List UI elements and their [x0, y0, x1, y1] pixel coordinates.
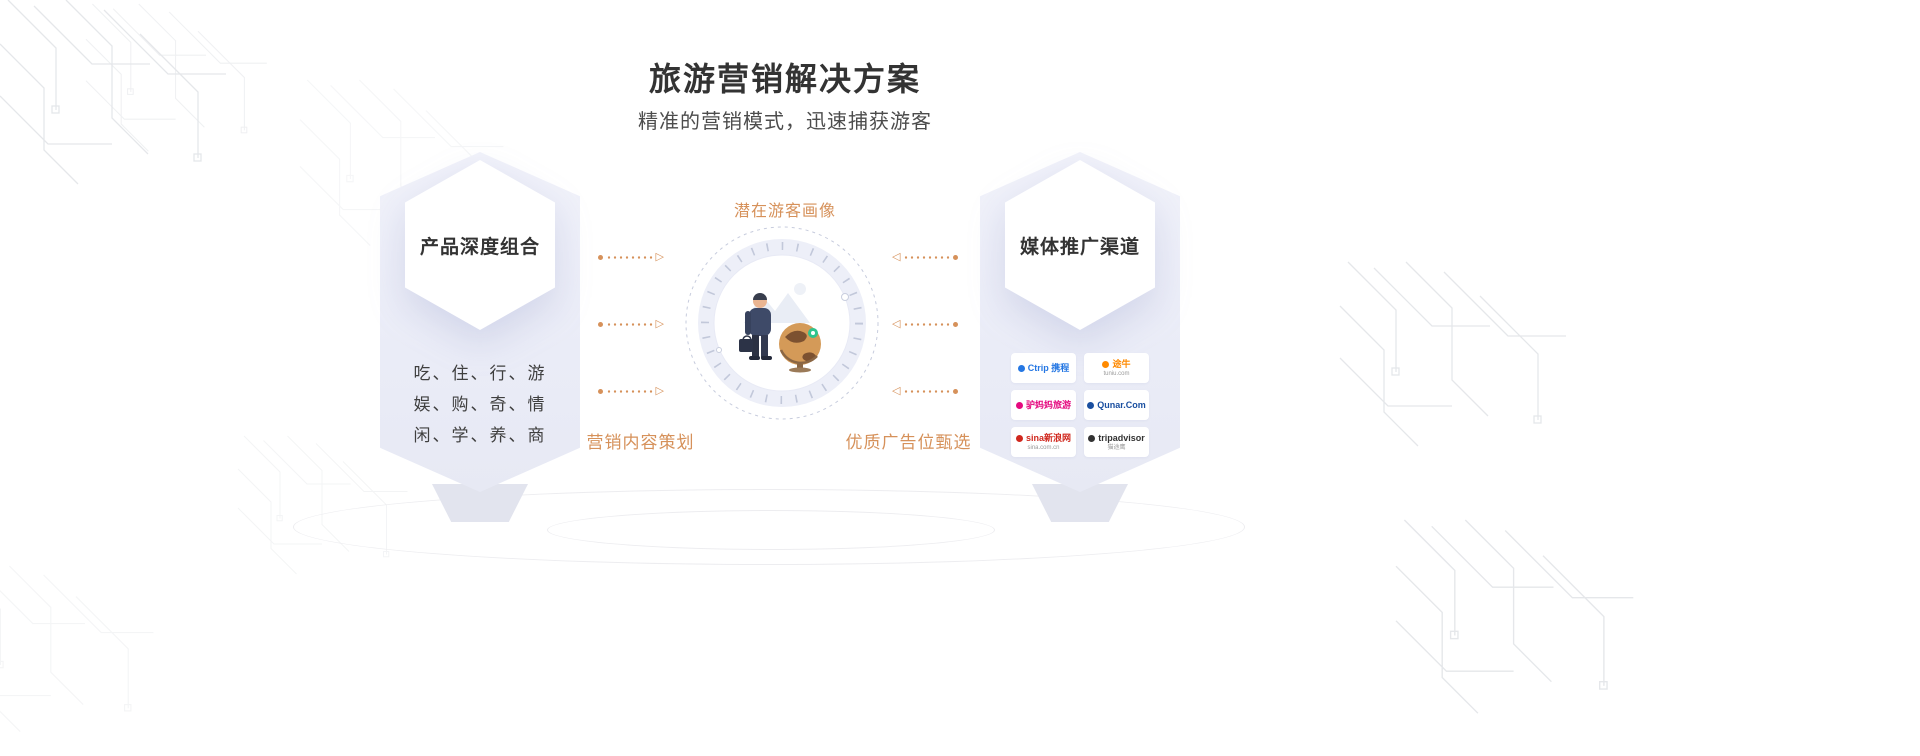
- connector-left-3: ▷: [598, 385, 664, 397]
- ground-ellipse-inner: [547, 510, 995, 550]
- dotted-line: [606, 255, 653, 259]
- traveler-figure: [739, 293, 772, 360]
- dotted-line: [903, 322, 950, 326]
- connector-right-2: ◁: [892, 318, 958, 330]
- page-subtitle: 精准的营销模式，迅速捕获游客: [638, 111, 932, 133]
- connector-right-1: ◁: [892, 251, 958, 263]
- dotted-line: [606, 389, 653, 393]
- label-marketing-content-planning: 营销内容策划: [586, 433, 695, 452]
- dashed-ring: [685, 226, 879, 420]
- dotted-line: [606, 322, 653, 326]
- tuniu-logo-sub: tuniu.com: [1103, 370, 1130, 377]
- qunar-logo-label: Qunar.Com: [1097, 399, 1146, 410]
- ctrip-logo-label: Ctrip 携程: [1027, 362, 1070, 373]
- logo-tripadvisor: tripadvisor 猫途鹰: [1084, 427, 1149, 457]
- media-card-hexagon: 媒体推广渠道: [1005, 160, 1155, 330]
- dotted-line: [903, 389, 950, 393]
- tuniu-logo-icon: [1102, 360, 1110, 368]
- arrow-left-icon: ◁: [892, 317, 901, 330]
- connector-right-3: ◁: [892, 385, 958, 397]
- tripadvisor-logo-icon: [1088, 434, 1096, 442]
- connector-dot: [953, 254, 958, 260]
- tripadvisor-logo-sub: 猫途鹰: [1107, 444, 1126, 451]
- arrow-right-icon: ▷: [655, 250, 664, 263]
- arrow-right-icon: ▷: [655, 384, 664, 397]
- product-line-2: 娱、购、奇、情: [413, 395, 547, 414]
- logo-tuniu: 途牛 tuniu.com: [1084, 353, 1149, 383]
- connector-dot: [953, 388, 958, 394]
- logo-sina: sina新浪网 sina.com.cn: [1011, 427, 1076, 457]
- tuniu-logo-label: 途牛: [1112, 358, 1131, 369]
- sina-logo-sub: sina.com.cn: [1027, 444, 1060, 451]
- label-premium-ad-selection: 优质广告位甄选: [845, 433, 972, 452]
- connector-left-2: ▷: [598, 318, 664, 330]
- arrow-right-icon: ▷: [655, 317, 664, 330]
- tick-ring: [701, 242, 863, 404]
- product-card-lines: 吃、住、行、游 娱、购、奇、情 闲、学、养、商: [390, 358, 570, 451]
- sina-logo-icon: [1015, 434, 1023, 442]
- connector-dot: [598, 254, 603, 260]
- bag-handle: [742, 335, 752, 341]
- dotted-line: [903, 255, 950, 259]
- product-line-3: 闲、学、养、商: [413, 426, 547, 445]
- logo-qunar: Qunar.Com: [1084, 390, 1149, 420]
- qunar-logo-icon: [1087, 401, 1095, 409]
- traveler-globe-illustration: [685, 226, 879, 420]
- lvmama-logo-label: 驴妈妈旅游: [1025, 399, 1071, 410]
- product-line-1: 吃、住、行、游: [413, 364, 547, 383]
- ctrip-logo-icon: [1017, 364, 1025, 372]
- logo-lvmama: 驴妈妈旅游: [1011, 390, 1076, 420]
- media-card-title: 媒体推广渠道: [1019, 236, 1140, 258]
- product-card-title: 产品深度组合: [419, 236, 540, 258]
- arrow-left-icon: ◁: [892, 384, 901, 397]
- connector-dot: [953, 321, 958, 327]
- ring-node-dot: [841, 293, 849, 301]
- label-potential-tourist-profile: 潜在游客画像: [733, 203, 836, 220]
- page-title: 旅游营销解决方案: [648, 61, 921, 97]
- lvmama-logo-icon: [1015, 401, 1023, 409]
- arrow-left-icon: ◁: [892, 250, 901, 263]
- logo-ctrip: Ctrip 携程: [1011, 353, 1076, 383]
- connector-left-1: ▷: [598, 251, 664, 263]
- connector-dot: [598, 388, 603, 394]
- sina-logo-label: sina新浪网: [1025, 432, 1071, 443]
- globe-icon: [779, 323, 821, 373]
- product-card-hexagon: 产品深度组合: [405, 160, 555, 330]
- media-logo-grid: Ctrip 携程 途牛 tuniu.com 驴妈妈旅游 Qunar.Com: [1011, 353, 1149, 457]
- tripadvisor-logo-label: tripadvisor: [1098, 432, 1145, 443]
- travel-bag: [739, 339, 753, 352]
- ring-node-dot: [716, 347, 722, 353]
- connector-dot: [598, 321, 603, 327]
- ground-ellipse-outer: [293, 489, 1245, 565]
